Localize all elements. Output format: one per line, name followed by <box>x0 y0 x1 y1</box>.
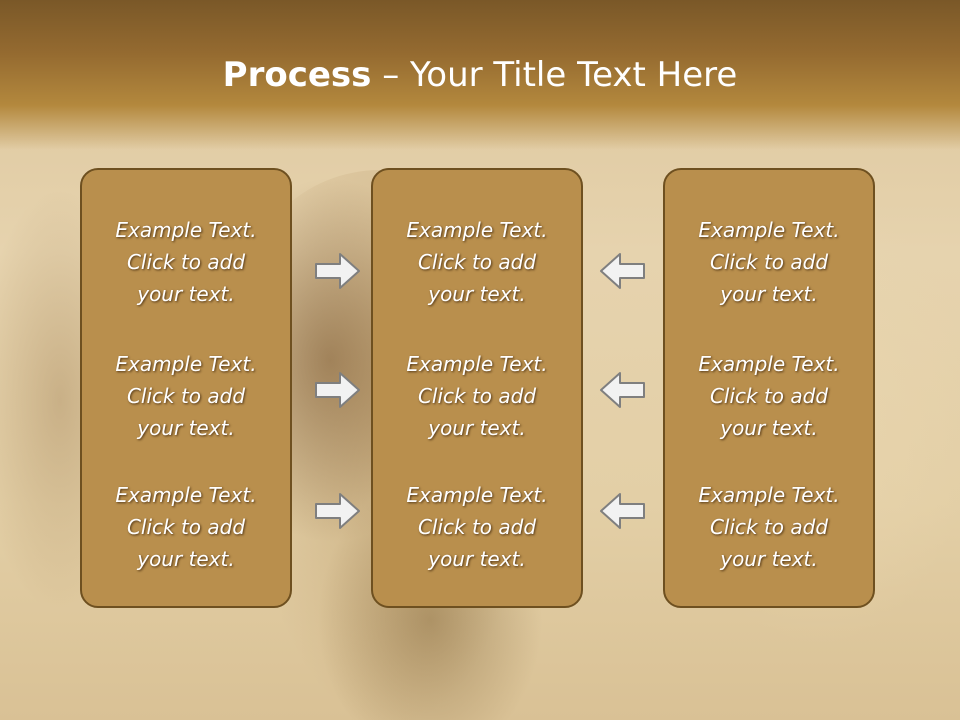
text-line: Click to add <box>126 384 246 408</box>
text-line: Click to add <box>126 250 246 274</box>
text-line: Example Text. <box>406 218 548 242</box>
text-line: Example Text. <box>115 218 257 242</box>
text-line: your text. <box>720 282 818 306</box>
text-placeholder[interactable]: Example Text. Click to add your text. <box>373 348 581 444</box>
text-line: Example Text. <box>115 352 257 376</box>
center-process-box[interactable]: Example Text. Click to add your text. Ex… <box>371 168 583 608</box>
text-line: your text. <box>428 282 526 306</box>
text-placeholder[interactable]: Example Text. Click to add your text. <box>665 479 873 575</box>
right-process-box[interactable]: Example Text. Click to add your text. Ex… <box>663 168 875 608</box>
text-placeholder[interactable]: Example Text. Click to add your text. <box>373 214 581 310</box>
title-separator: – <box>371 55 411 95</box>
text-placeholder[interactable]: Example Text. Click to add your text. <box>82 479 290 575</box>
text-line: Example Text. <box>698 483 840 507</box>
text-placeholder[interactable]: Example Text. Click to add your text. <box>82 348 290 444</box>
text-placeholder[interactable]: Example Text. Click to add your text. <box>373 479 581 575</box>
text-line: Click to add <box>709 250 829 274</box>
text-line: Example Text. <box>698 352 840 376</box>
text-placeholder[interactable]: Example Text. Click to add your text. <box>665 214 873 310</box>
text-line: Example Text. <box>115 483 257 507</box>
arrow-left-icon <box>600 372 645 408</box>
text-line: your text. <box>720 547 818 571</box>
text-line: your text. <box>720 416 818 440</box>
text-line: your text. <box>428 547 526 571</box>
text-line: your text. <box>137 547 235 571</box>
arrow-left-icon <box>600 493 645 529</box>
text-line: Example Text. <box>698 218 840 242</box>
title-text: Your Title Text Here <box>410 55 738 95</box>
text-line: Click to add <box>417 250 537 274</box>
text-line: your text. <box>428 416 526 440</box>
arrow-right-icon <box>315 493 360 529</box>
text-line: Click to add <box>709 384 829 408</box>
slide-title[interactable]: Process – Your Title Text Here <box>0 50 960 100</box>
text-line: Click to add <box>417 384 537 408</box>
arrow-left-icon <box>600 253 645 289</box>
text-line: your text. <box>137 416 235 440</box>
text-line: Example Text. <box>406 483 548 507</box>
text-placeholder[interactable]: Example Text. Click to add your text. <box>82 214 290 310</box>
text-line: Click to add <box>126 515 246 539</box>
text-line: your text. <box>137 282 235 306</box>
text-line: Click to add <box>709 515 829 539</box>
text-line: Example Text. <box>406 352 548 376</box>
arrow-right-icon <box>315 253 360 289</box>
arrow-right-icon <box>315 372 360 408</box>
header-band <box>0 0 960 150</box>
text-line: Click to add <box>417 515 537 539</box>
text-placeholder[interactable]: Example Text. Click to add your text. <box>665 348 873 444</box>
left-process-box[interactable]: Example Text. Click to add your text. Ex… <box>80 168 292 608</box>
title-bold-text: Process <box>222 55 372 95</box>
